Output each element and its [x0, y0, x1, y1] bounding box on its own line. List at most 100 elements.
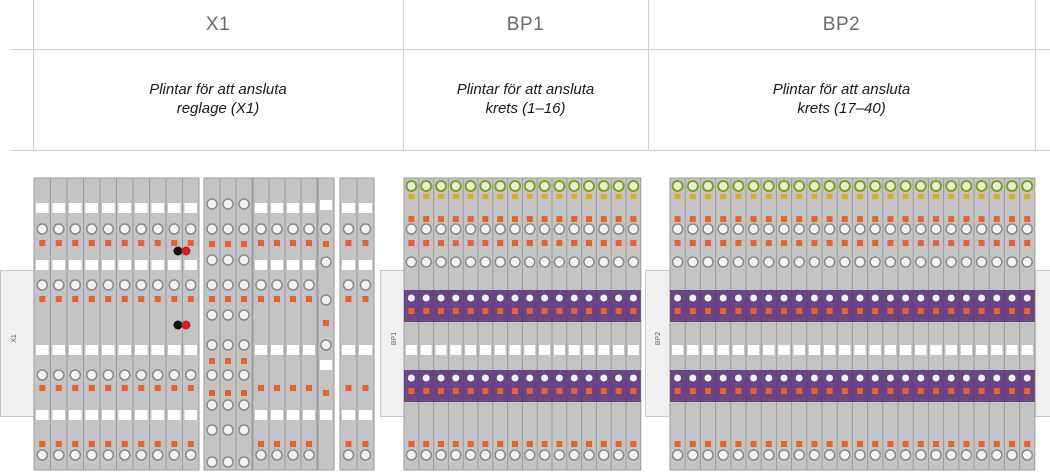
screw — [975, 223, 988, 235]
screw — [206, 309, 218, 321]
bridge-screw — [704, 374, 712, 382]
orange-spring-clamp — [978, 240, 985, 246]
orange-spring-clamp — [452, 240, 459, 246]
green-screw — [627, 180, 640, 192]
green-screw — [509, 180, 521, 192]
bridge-clamp — [526, 388, 533, 394]
bridge-clamp — [571, 308, 578, 314]
bridge-screw — [704, 294, 712, 302]
screw — [671, 223, 684, 235]
green-screw — [762, 180, 775, 192]
yellow-marker — [689, 194, 696, 199]
orange-spring-clamp — [290, 296, 296, 302]
orange-spring-clamp — [467, 441, 474, 447]
screw — [405, 223, 418, 235]
marker-label — [613, 345, 624, 355]
orange-spring-clamp — [796, 441, 803, 447]
marker-label — [118, 260, 131, 270]
orange-spring-clamp — [138, 240, 145, 246]
bridge-screw — [856, 294, 864, 302]
bridge-screw — [600, 294, 608, 302]
orange-spring-clamp — [841, 240, 848, 246]
screw — [869, 449, 881, 461]
screw — [420, 223, 432, 235]
bridge-screw — [1023, 294, 1031, 302]
bridge-clamp — [630, 308, 637, 314]
screw — [86, 369, 98, 381]
orange-spring-clamp — [705, 216, 711, 222]
bridge-screw — [947, 374, 955, 382]
bridge-clamp — [586, 308, 592, 314]
marker-label — [583, 345, 595, 355]
marker-label — [303, 410, 315, 420]
screw — [915, 223, 927, 235]
yellow-marker — [705, 194, 711, 199]
orange-spring-clamp — [857, 216, 863, 222]
bridge-clamp — [750, 388, 757, 394]
yellow-marker — [600, 194, 607, 199]
bridge-clamp — [512, 308, 518, 314]
screw — [991, 223, 1003, 235]
screw — [405, 449, 418, 461]
yellow-marker — [720, 194, 727, 199]
screw — [222, 369, 234, 381]
green-screw — [523, 180, 536, 192]
screw — [687, 449, 699, 461]
screw — [808, 449, 821, 461]
orange-spring-clamp — [781, 441, 787, 447]
bridge-clamp — [541, 388, 548, 394]
marker-label — [854, 345, 866, 355]
bridge-screw — [481, 294, 489, 302]
screw — [119, 369, 131, 381]
orange-spring-clamp — [750, 240, 757, 246]
marker-label — [151, 410, 164, 420]
orange-spring-clamp — [345, 296, 352, 302]
orange-spring-clamp — [963, 240, 970, 246]
marker-label — [85, 410, 98, 420]
column-title-bp2: BP2 — [822, 14, 861, 35]
yellow-marker — [887, 194, 894, 199]
grid-line — [33, 0, 34, 150]
screw — [732, 449, 745, 461]
screw — [509, 449, 521, 461]
bridge-screw — [886, 374, 894, 382]
screw — [568, 223, 580, 235]
screw — [168, 279, 180, 291]
screw — [185, 223, 197, 235]
marker-label — [808, 345, 820, 355]
orange-spring-clamp — [735, 240, 742, 246]
green-screw — [420, 180, 433, 192]
orange-spring-clamp — [55, 240, 62, 246]
bridge-clamp — [526, 308, 533, 314]
screw — [671, 449, 684, 461]
screw — [359, 449, 372, 461]
screw — [884, 256, 897, 268]
bridge-clamp — [826, 308, 833, 314]
screw — [717, 449, 729, 461]
screw — [991, 449, 1003, 461]
screw — [1006, 449, 1018, 461]
orange-spring-clamp — [452, 216, 459, 222]
orange-spring-clamp — [526, 240, 533, 246]
screw — [185, 279, 197, 291]
orange-spring-clamp — [615, 216, 622, 222]
screw — [135, 449, 147, 461]
screw — [854, 256, 866, 268]
orange-spring-clamp — [362, 296, 369, 302]
orange-spring-clamp — [750, 441, 757, 447]
yellow-marker — [674, 194, 681, 199]
marker-label — [915, 345, 927, 355]
screw — [222, 223, 234, 235]
bridge-screw — [993, 294, 1001, 302]
screw — [960, 449, 973, 461]
green-screw — [869, 180, 882, 192]
orange-spring-clamp — [345, 385, 352, 391]
yellow-marker — [1024, 194, 1031, 199]
orange-spring-clamp — [171, 441, 178, 447]
orange-spring-clamp — [720, 240, 727, 246]
green-screw — [747, 180, 760, 192]
orange-spring-clamp — [512, 441, 518, 447]
screw — [119, 449, 131, 461]
marker-label — [287, 345, 299, 355]
marker-label — [717, 345, 729, 355]
